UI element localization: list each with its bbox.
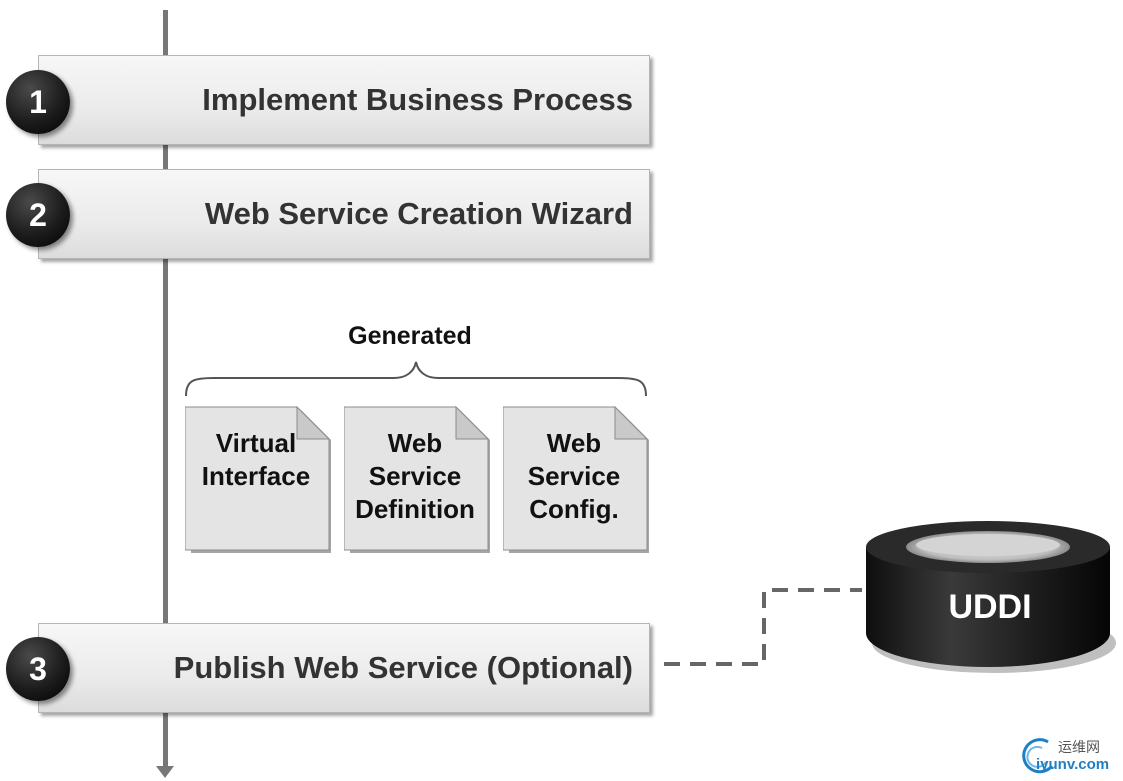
flow-line [163,10,168,770]
step-2-label: Web Service Creation Wizard [204,196,633,231]
step-1-number: 1 [6,70,70,134]
uddi-database-icon [866,521,1116,673]
doc-2-line-1: Web [387,428,443,458]
generated-brace [185,361,647,397]
doc-2-line-3: Definition [355,494,475,524]
step-2-bar: Web Service Creation Wizard [38,169,650,259]
watermark-text-domain: iyunv.com [1036,756,1110,773]
watermark-logo: 运维网 iyunv.com [1018,734,1120,778]
doc-3-line-2: Service [527,461,621,491]
document-virtual-interface: Virtual Interface [185,405,331,553]
doc-2-line-2: Service [368,461,462,491]
step-3-number: 3 [6,637,70,701]
flow-arrow-head [156,766,174,778]
step-2-number: 2 [6,183,70,247]
doc-1-line-1: Virtual [215,428,297,458]
step-1-bar: Implement Business Process [38,55,650,145]
step-1-label: Implement Business Process [202,82,633,117]
document-web-service-definition: Web Service Definition [344,405,490,553]
generated-label: Generated [348,322,472,350]
step-3-bar: Publish Web Service (Optional) [38,623,650,713]
document-web-service-config: Web Service Config. [503,405,649,553]
step-3-label: Publish Web Service (Optional) [173,650,633,685]
doc-1-line-2: Interface [201,461,311,491]
uddi-label: UDDI [948,588,1032,626]
watermark-swirl-icon [1022,738,1054,774]
watermark-text-chinese: 运维网 [1058,740,1100,756]
doc-3-line-1: Web [546,428,602,458]
doc-3-line-3: Config. [529,494,619,524]
